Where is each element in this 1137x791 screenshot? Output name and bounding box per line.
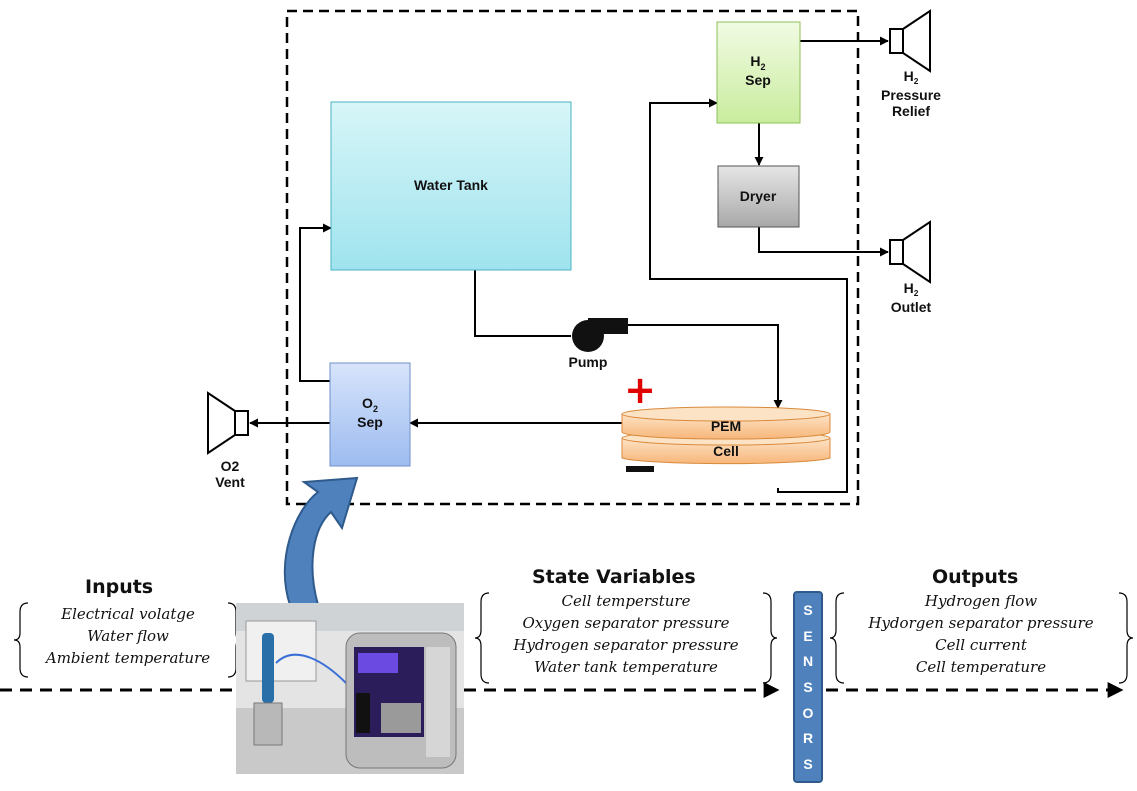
h2-outlet-icon xyxy=(889,220,931,284)
sensors-letter: S xyxy=(803,601,813,618)
line-cell-to-h2sep xyxy=(649,98,848,493)
state-variables-heading: State Variables xyxy=(532,566,696,588)
input-item: Water flow xyxy=(87,627,169,645)
water-tank-box xyxy=(330,101,572,271)
h2-separator-label-line2: Sep xyxy=(745,72,771,88)
o2-separator-box xyxy=(329,362,411,467)
h2-pressure-relief-icon xyxy=(889,9,931,73)
line-tank-to-pump xyxy=(474,270,571,337)
flow-lines xyxy=(249,36,889,493)
pem-cell-stack xyxy=(621,406,831,465)
braces xyxy=(13,592,1134,684)
state-variables-list: Cell tempersture Oxygen separator pressu… xyxy=(484,590,768,678)
state-variable-item: Water tank temperature xyxy=(534,658,718,676)
state-variable-item: Cell tempersture xyxy=(561,592,691,610)
state-variable-item: Oxygen separator pressure xyxy=(522,614,730,632)
outputs-heading: Outputs xyxy=(932,566,1019,588)
h2-pressure-relief-label: H2 Pressure Relief xyxy=(881,68,941,119)
dryer-label: Dryer xyxy=(740,188,777,204)
line-pump-to-cell xyxy=(628,324,783,409)
output-item: Hydrogen flow xyxy=(924,592,1038,610)
output-item: Cell temperature xyxy=(915,658,1047,676)
positive-terminal-icon: + xyxy=(624,368,656,412)
state-variable-item: Hydrogen separator pressure xyxy=(513,636,739,654)
o2-separator-label-line2: Sep xyxy=(357,414,383,430)
h2-separator-label: H2 xyxy=(750,53,765,72)
output-item: Hydorgen separator pressure xyxy=(868,614,1094,632)
sensors-letter: R xyxy=(802,730,814,747)
pump-icon xyxy=(572,318,628,352)
o2-separator-label: O2 xyxy=(362,395,378,414)
sensors-letter: O xyxy=(802,704,814,721)
system-boundary xyxy=(285,9,860,506)
sensors-letter: N xyxy=(802,653,814,670)
sensors-letter: S xyxy=(803,678,813,695)
pem-label: PEM xyxy=(711,418,741,434)
pump-label: Pump xyxy=(568,354,608,370)
curved-arrow-icon xyxy=(283,476,359,606)
electrolyzer-photo xyxy=(236,603,464,774)
sensors-block: S E N S O R S xyxy=(793,591,823,783)
inputs-heading: Inputs xyxy=(85,576,154,598)
water-tank-label: Water Tank xyxy=(414,177,488,193)
sensors-letter: E xyxy=(803,627,813,644)
dryer-box xyxy=(717,165,800,228)
line-dryer-to-outlet xyxy=(758,227,889,257)
h2-outlet-label: H2 Outlet xyxy=(890,280,932,315)
negative-terminal-icon xyxy=(626,466,654,472)
cell-label: Cell xyxy=(713,443,739,459)
output-item: Cell current xyxy=(935,636,1027,654)
inputs-list: Electrical volatge Water flow Ambient te… xyxy=(26,603,230,669)
line-o2sep-to-tank xyxy=(299,223,332,382)
input-item: Ambient temperature xyxy=(45,649,211,667)
sensors-letter: S xyxy=(803,756,813,773)
input-item: Electrical volatge xyxy=(61,605,195,623)
outputs-list: Hydrogen flow Hydorgen separator pressur… xyxy=(838,590,1124,678)
o2-vent-icon xyxy=(207,391,249,455)
h2-separator-box xyxy=(716,21,801,124)
o2-vent-label: O2 Vent xyxy=(215,458,245,491)
